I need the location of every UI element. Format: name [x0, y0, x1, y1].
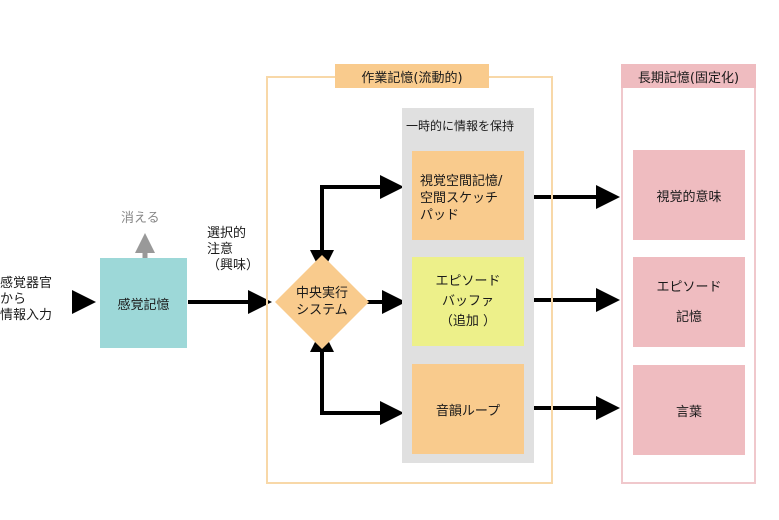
hold-label: 一時的に情報を保持 [406, 119, 515, 133]
visual-semantics-label: 視覚的意味 [656, 189, 722, 205]
visual-semantics-box: 視覚的意味 [633, 150, 745, 240]
visuospatial-box: 視覚空間記憶/ 空間スケッチ パッド [412, 151, 524, 240]
working-memory-title-text: 作業記憶(流動的) [361, 70, 463, 86]
language-box: 言葉 [633, 365, 745, 455]
episodic-ltm-box: エピソード 記憶 [633, 257, 745, 347]
working-memory-title: 作業記憶(流動的) [335, 64, 489, 88]
input-label: 感覚器官 から 情報入力 [0, 276, 53, 323]
diamond-shape [275, 255, 369, 349]
sensory-memory-label: 感覚記憶 [117, 297, 170, 313]
attention-label: 選択的 注意 （興味） [207, 226, 260, 273]
fade-label: 消える [121, 211, 160, 226]
episodic-buffer-label: エピソード バッファ （追加 ） [435, 273, 501, 329]
episodic-buffer-box: エピソード バッファ （追加 ） [412, 257, 524, 346]
visuospatial-label: 視覚空間記憶/ 空間スケッチ パッド [420, 174, 503, 223]
sensory-memory-box: 感覚記憶 [100, 258, 187, 348]
episodic-ltm-label: エピソード 記憶 [656, 279, 722, 325]
long-term-memory-title: 長期記憶(固定化) [621, 64, 756, 88]
ce-phonological-arrow [310, 328, 404, 425]
central-executive: 中央実行 システム [275, 255, 369, 349]
central-executive-label: 中央実行 システム [295, 286, 348, 318]
language-label: 言葉 [675, 404, 702, 420]
phonological-loop-box: 音韻ループ [412, 364, 524, 454]
phonological-loop-label: 音韻ループ [435, 403, 501, 419]
ce-visuospatial-arrow [310, 175, 404, 274]
long-term-memory-title-text: 長期記憶(固定化) [637, 70, 740, 86]
